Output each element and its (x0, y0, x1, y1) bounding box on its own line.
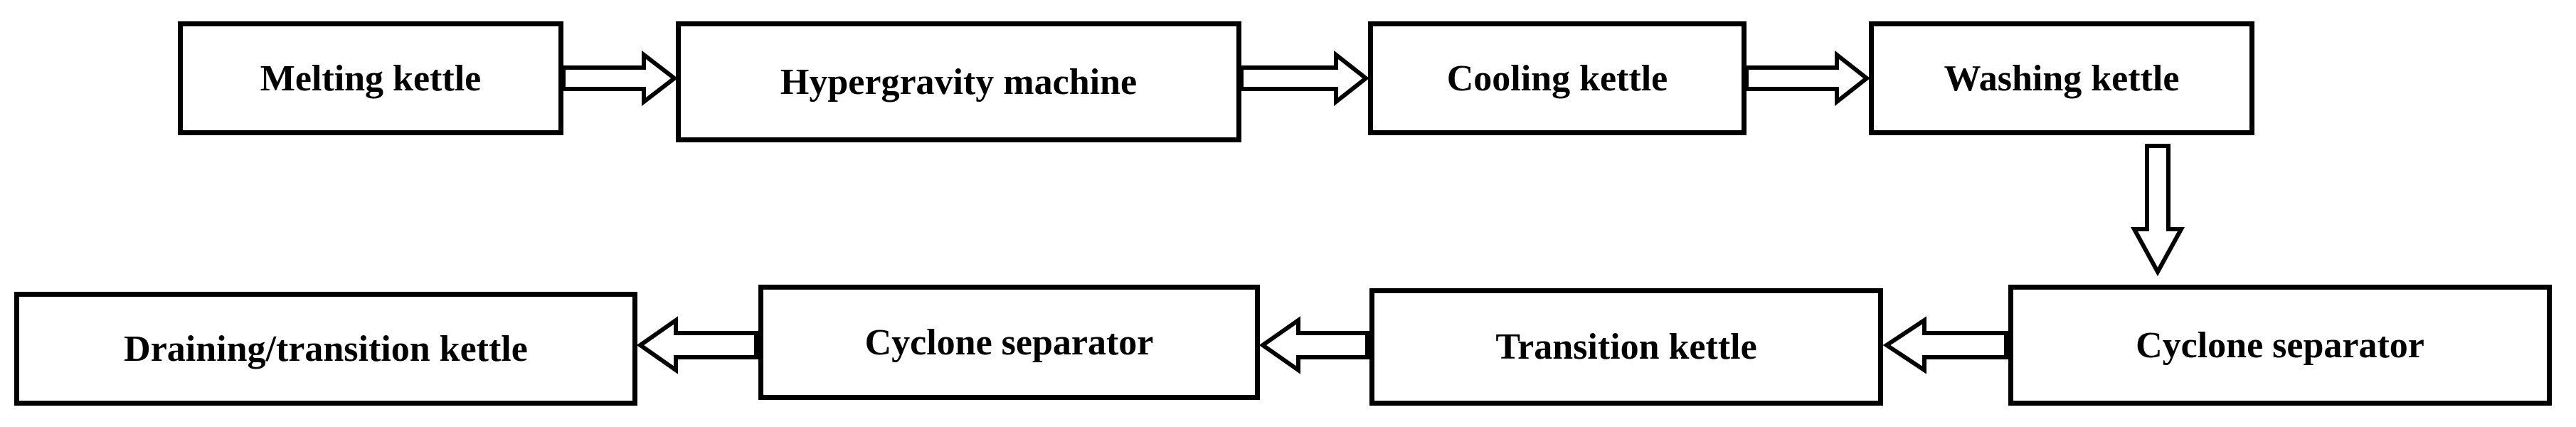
node-cyclone-separator-right: Cyclone separator (2008, 285, 2552, 406)
node-washing-kettle: Washing kettle (1869, 21, 2254, 135)
arrow-right-icon (561, 50, 678, 107)
node-draining-transition-kettle: Draining/transition kettle (14, 292, 637, 406)
node-cyclone-separator-left: Cyclone separator (758, 285, 1260, 400)
arrow-down-icon (2130, 144, 2185, 277)
node-cooling-kettle: Cooling kettle (1368, 21, 1747, 135)
node-label: Cooling kettle (1446, 58, 1668, 99)
node-label: Hypergravity machine (780, 61, 1138, 102)
node-label: Draining/transition kettle (124, 328, 528, 369)
arrow-left-icon (1882, 316, 2008, 374)
arrow-right-icon (1744, 50, 1870, 107)
node-label: Washing kettle (1944, 58, 2180, 99)
arrow-left-icon (1258, 316, 1369, 374)
node-label: Melting kettle (260, 58, 482, 99)
arrow-left-icon (636, 316, 758, 374)
node-melting-kettle: Melting kettle (178, 21, 563, 135)
node-label: Transition kettle (1495, 327, 1757, 367)
node-transition-kettle: Transition kettle (1369, 288, 1883, 406)
node-hypergravity-machine: Hypergravity machine (676, 21, 1241, 142)
node-label: Cyclone separator (2136, 325, 2424, 366)
node-label: Cyclone separator (864, 322, 1154, 363)
arrow-right-icon (1239, 50, 1369, 107)
